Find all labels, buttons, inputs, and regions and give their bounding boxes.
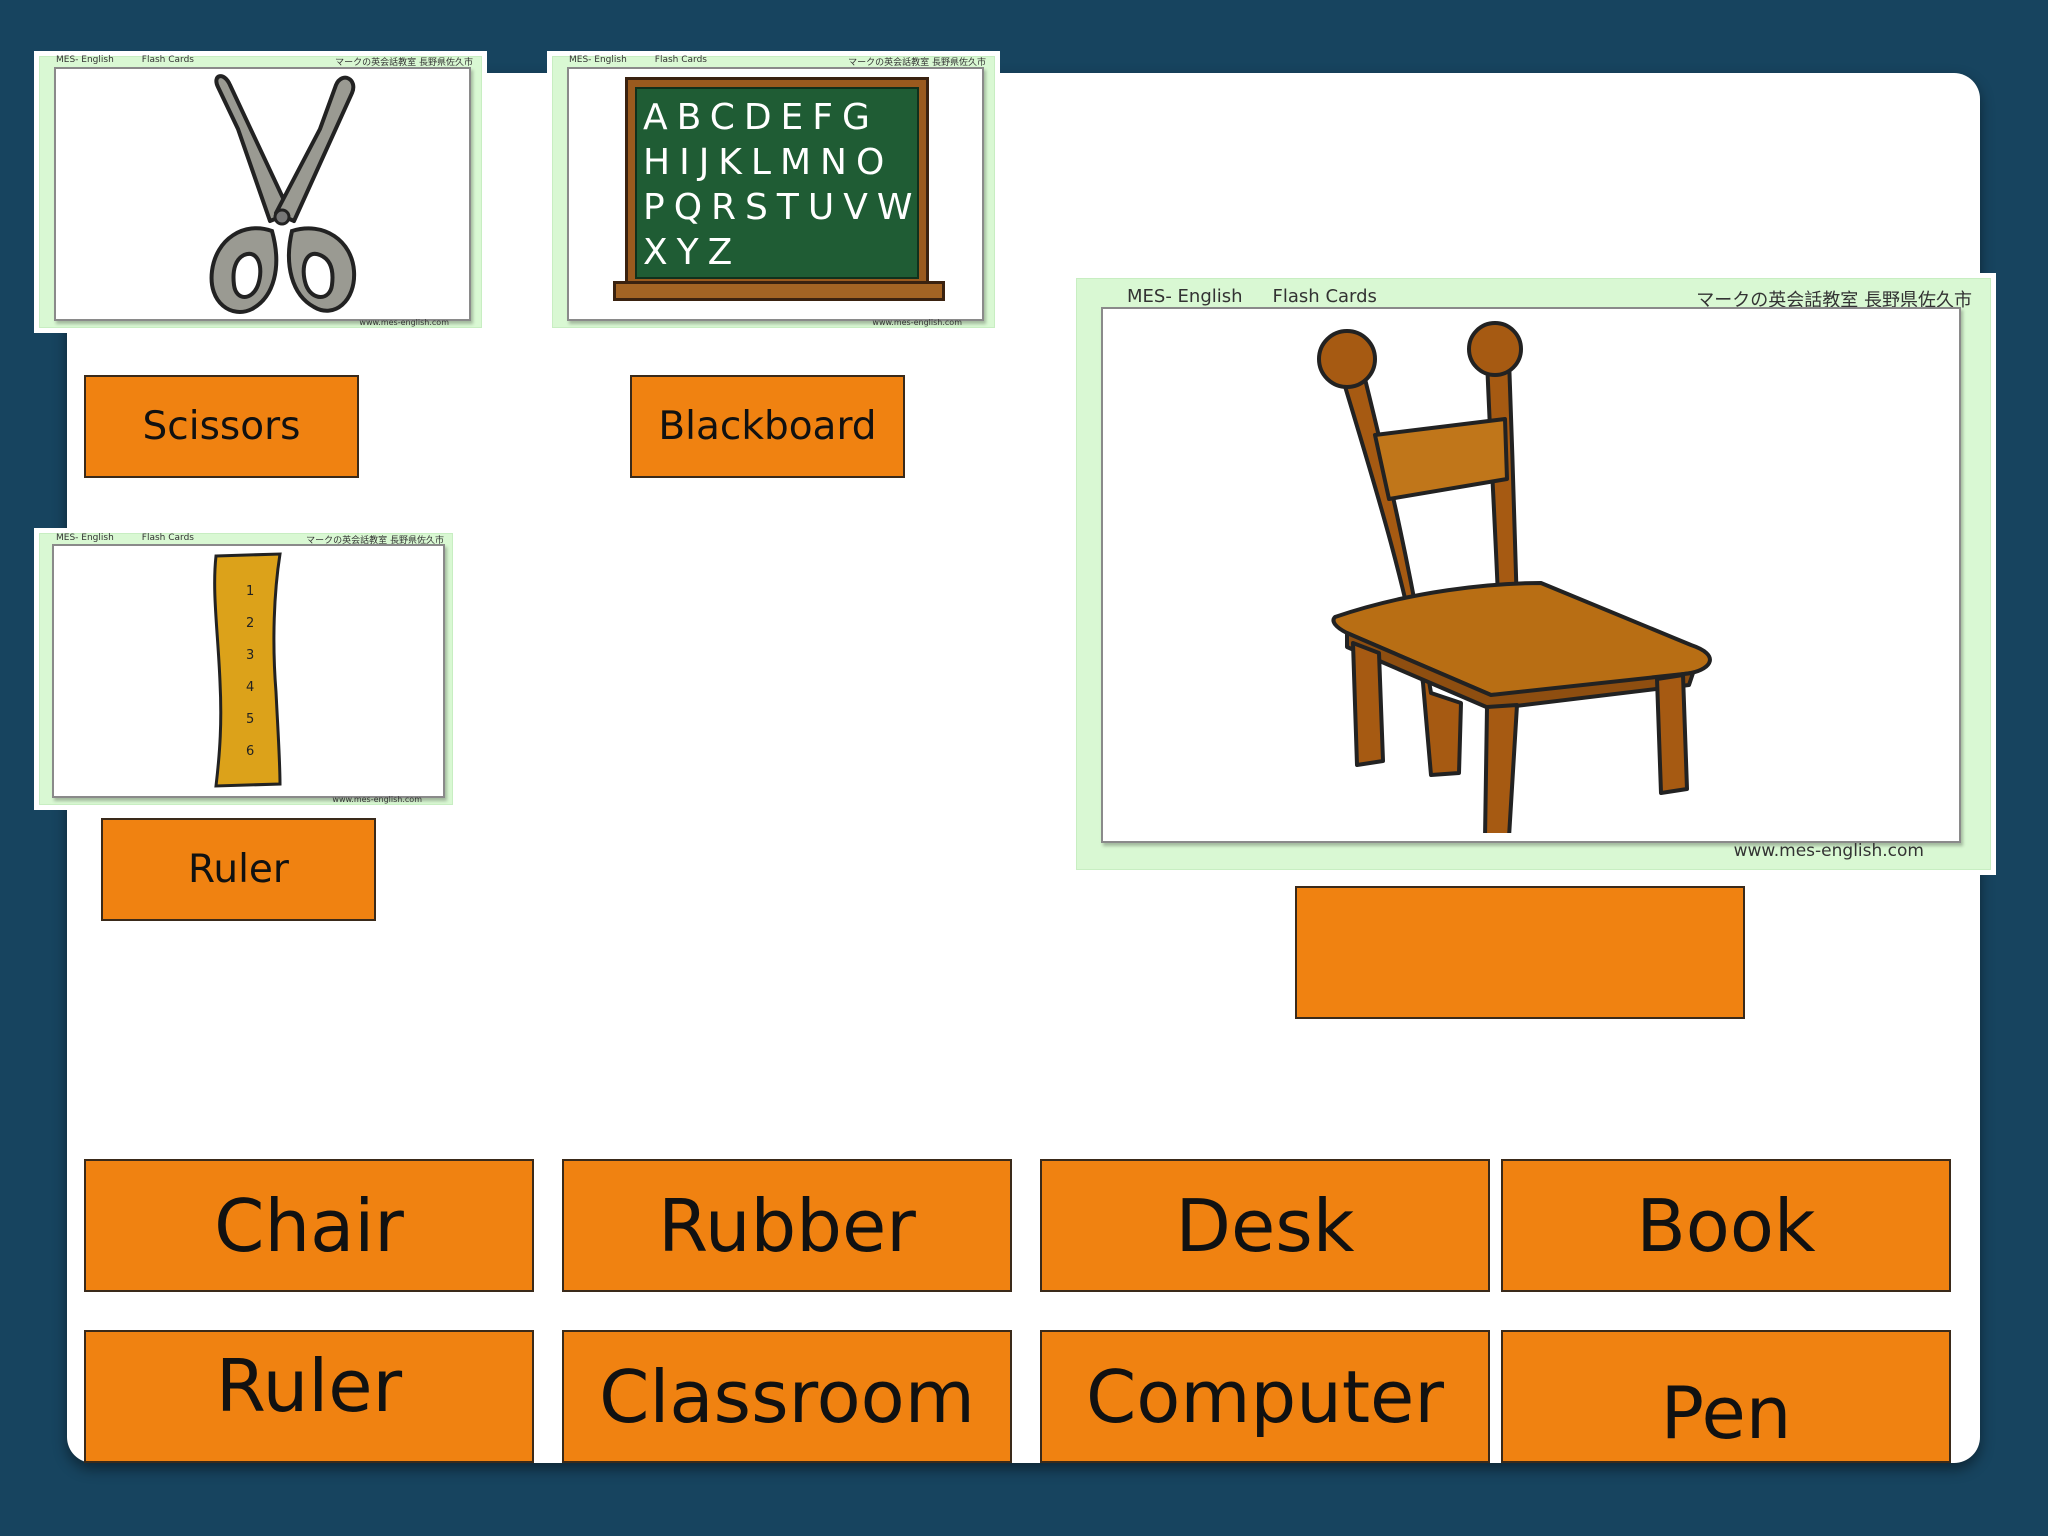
ruler-mark: 1 (246, 584, 255, 599)
card-header: MES- English Flash Cards マークの英会話教室 長野県佐久市 (569, 55, 986, 68)
word-tile-desk[interactable]: Desk (1040, 1159, 1490, 1292)
word-tile-chair[interactable]: Chair (84, 1159, 534, 1292)
word-tile-computer[interactable]: Computer (1040, 1330, 1490, 1463)
card-footer: www.mes-english.com (872, 318, 962, 327)
ruler-icon: 1 2 3 4 5 6 (210, 552, 290, 788)
card-type: Flash Cards (141, 533, 194, 543)
card-type: Flash Cards (1272, 286, 1377, 307)
card-footer: www.mes-english.com (332, 795, 422, 804)
word-tile-ruler[interactable]: Ruler (84, 1330, 534, 1463)
card-brand: MES- English (1127, 286, 1243, 307)
card-header: MES- English Flash Cards マークの英会話教室 長野県佐久市 (1127, 286, 1972, 312)
ruler-mark: 4 (246, 680, 255, 695)
ruler-mark: 6 (246, 744, 255, 759)
answer-label-blackboard[interactable]: Blackboard (630, 375, 905, 478)
card-school: マークの英会話教室 長野県佐久市 (848, 58, 986, 68)
card-footer: www.mes-english.com (359, 318, 449, 327)
card-school: マークの英会話教室 長野県佐久市 (1696, 290, 1972, 311)
answer-label-scissors[interactable]: Scissors (84, 375, 359, 478)
flash-card-ruler[interactable]: MES- English Flash Cards マークの英会話教室 長野県佐久市… (34, 528, 458, 810)
ruler-mark: 2 (246, 616, 255, 631)
card-picture-area (1101, 307, 1961, 843)
flash-card-chair[interactable]: MES- English Flash Cards マークの英会話教室 長野県佐久市… (1071, 273, 1996, 875)
answer-label-ruler[interactable]: Ruler (101, 818, 376, 921)
card-type: Flash Cards (141, 55, 194, 65)
card-brand: MES- English (56, 55, 114, 65)
card-header: MES- English Flash Cards マークの英会話教室 長野県佐久市 (56, 533, 444, 546)
blackboard-row-4: XYZ (643, 232, 742, 273)
word-tile-book[interactable]: Book (1501, 1159, 1951, 1292)
chair-icon (1317, 321, 1712, 833)
card-brand: MES- English (569, 55, 627, 65)
answer-drop-zone-chair[interactable] (1295, 886, 1745, 1019)
blackboard-icon: ABCDEFG HIJKLMNO PQRSTUVW XYZ (613, 77, 945, 301)
word-tile-rubber[interactable]: Rubber (562, 1159, 1012, 1292)
card-header: MES- English Flash Cards マークの英会話教室 長野県佐久市 (56, 55, 473, 68)
scissors-icon (209, 74, 357, 314)
card-school: マークの英会話教室 長野県佐久市 (335, 58, 473, 68)
word-tile-classroom[interactable]: Classroom (562, 1330, 1012, 1463)
blackboard-row-2: HIJKLMNO (643, 142, 894, 183)
card-footer: www.mes-english.com (1733, 841, 1924, 861)
flash-card-blackboard[interactable]: MES- English Flash Cards マークの英会話教室 長野県佐久市… (547, 51, 1000, 333)
word-tile-pen[interactable]: Pen (1501, 1330, 1951, 1463)
ruler-mark: 5 (246, 712, 255, 727)
card-brand: MES- English (56, 533, 114, 543)
blackboard-row-1: ABCDEFG (643, 97, 879, 138)
card-type: Flash Cards (654, 55, 707, 65)
flash-card-scissors[interactable]: MES- English Flash Cards マークの英会話教室 長野県佐久市… (34, 51, 487, 333)
ruler-mark: 3 (246, 648, 255, 663)
card-school: マークの英会話教室 長野県佐久市 (306, 536, 444, 546)
blackboard-row-3: PQRSTUVW (643, 187, 922, 228)
